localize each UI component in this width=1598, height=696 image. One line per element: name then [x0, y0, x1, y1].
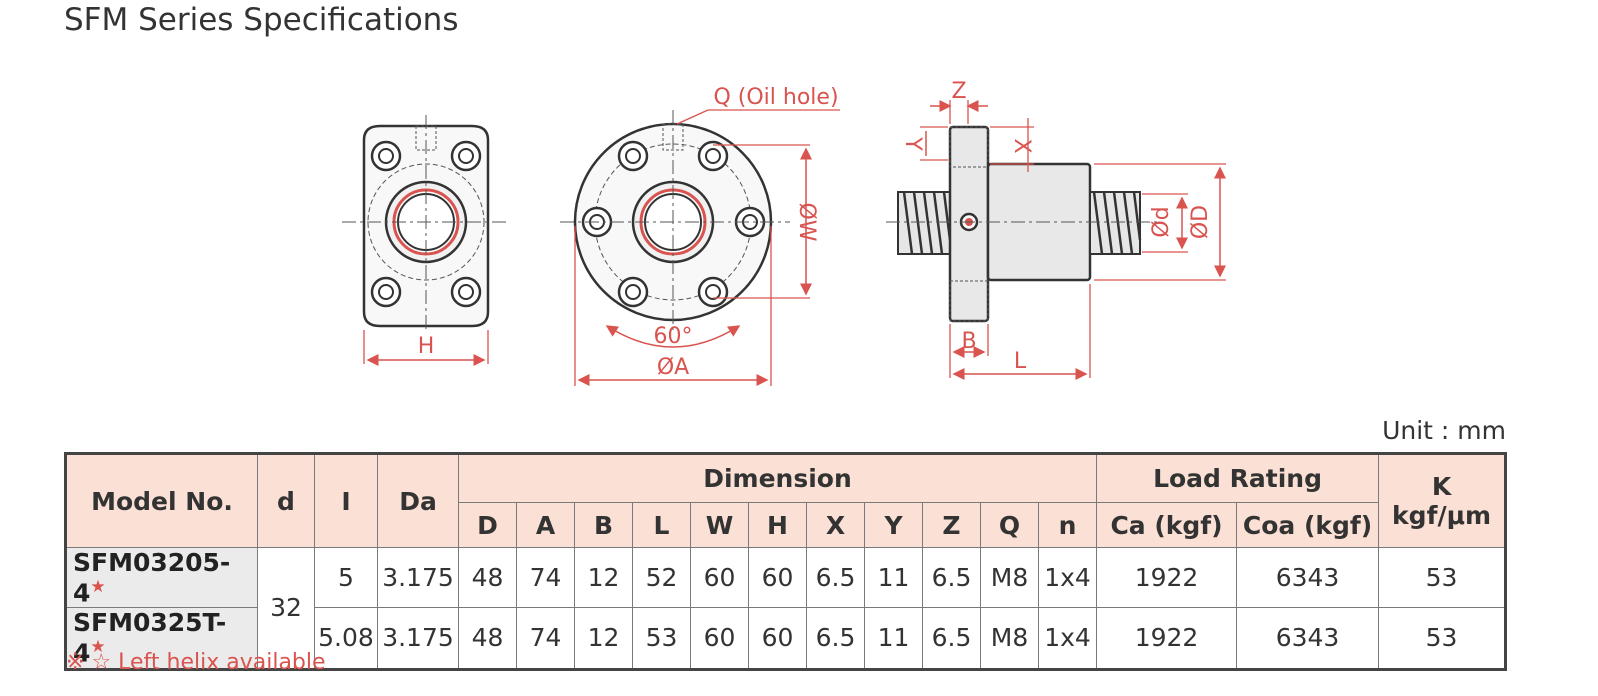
dim-label-x: X [1009, 138, 1034, 153]
dim-label-w: ØW [794, 202, 819, 241]
cell-dim-n: 1x4 [1037, 607, 1098, 670]
dim-label-d: Ød [1149, 206, 1174, 237]
header-dim-q: Q [980, 502, 1039, 548]
front-flange-view: Q (Oil hole) ØW 60° ØA [560, 85, 840, 386]
header-dimension: Dimension [457, 453, 1098, 503]
table-row: SFM0325T-4★ 5.08 3.175 48 74 12 53 60 60… [65, 607, 1507, 670]
dim-label-big-d: ØD [1188, 205, 1213, 239]
cell-dim-w: 60 [690, 546, 749, 609]
cell-dim-a: 74 [516, 546, 575, 609]
cell-ca: 1922 [1096, 607, 1238, 670]
cell-dim-z: 6.5 [922, 607, 981, 670]
header-dim-l: L [632, 502, 691, 548]
header-model: Model No. [65, 453, 258, 548]
cell-dim-d: 48 [458, 546, 517, 609]
model-cell: SFM03205-4★ [65, 546, 258, 609]
header-da: Da [377, 453, 459, 548]
model-name: SFM03205-4 [73, 548, 231, 608]
header-i: I [314, 453, 378, 548]
header-ca: Ca (kgf) [1096, 502, 1238, 548]
cell-dim-h: 60 [748, 607, 807, 670]
cell-dim-l: 53 [632, 607, 691, 670]
dim-label-a: ØA [657, 355, 689, 380]
model-cell: SFM0325T-4★ [65, 607, 258, 670]
cell-dim-h: 60 [748, 546, 807, 609]
side-elevation-view: Z Y X Ød ØD B L [886, 79, 1226, 380]
header-dim-d: D [458, 502, 517, 548]
header-dim-w: W [690, 502, 749, 548]
cell-dim-z: 6.5 [922, 546, 981, 609]
dim-label-h: H [418, 334, 435, 359]
header-dim-x: X [806, 502, 865, 548]
header-k-label: K [1431, 472, 1452, 501]
header-k: K kgf/μm [1378, 453, 1507, 548]
cell-dim-y: 11 [864, 546, 923, 609]
star-icon: ★ [90, 637, 106, 658]
cell-dim-y: 11 [864, 607, 923, 670]
footnote: ※ ☆ Left helix available [66, 650, 326, 675]
dim-label-z: Z [951, 79, 966, 104]
cell-dim-l: 52 [632, 546, 691, 609]
page-title: SFM Series Specifications [64, 2, 459, 38]
dim-label-l: L [1014, 349, 1027, 374]
cell-coa: 6343 [1236, 607, 1380, 670]
cell-dim-b: 12 [574, 546, 633, 609]
cell-dim-d: 48 [458, 607, 517, 670]
cell-k: 53 [1378, 607, 1507, 670]
unit-label: Unit : mm [1382, 416, 1506, 445]
cell-dim-w: 60 [690, 607, 749, 670]
cell-i: 5 [314, 546, 378, 609]
cell-dim-x: 6.5 [806, 607, 865, 670]
oil-hole-label: Q (Oil hole) [713, 85, 838, 110]
cell-d: 32 [257, 547, 315, 670]
header-dim-y: Y [864, 502, 923, 548]
header-load-rating: Load Rating [1096, 453, 1380, 503]
dim-label-y: Y [900, 136, 925, 151]
cell-i: 5.08 [314, 607, 378, 670]
technical-drawing: H Q (Oil hole) ØW 60° [342, 79, 1226, 386]
header-coa: Coa (kgf) [1236, 502, 1380, 548]
header-dim-b: B [574, 502, 633, 548]
star-icon: ★ [90, 577, 106, 597]
header-d: d [257, 453, 315, 548]
model-name: SFM0325T-4 [73, 608, 227, 668]
angle-label: 60° [654, 324, 693, 349]
dim-label-b: B [961, 329, 976, 354]
header-dim-a: A [516, 502, 575, 548]
cell-dim-b: 12 [574, 607, 633, 670]
cell-ca: 1922 [1096, 546, 1238, 609]
table-row: SFM03205-4★ 32 5 3.175 48 74 12 52 60 60… [65, 546, 1507, 670]
header-dim-z: Z [922, 502, 981, 548]
header-dim-n: n [1037, 502, 1098, 548]
header-k-unit: kgf/μm [1392, 501, 1492, 530]
cell-dim-a: 74 [516, 607, 575, 670]
cell-da: 3.175 [377, 607, 459, 670]
cell-k: 53 [1378, 546, 1507, 609]
spec-table: Model No. d I Da Dimension Load Rating K… [64, 452, 1508, 671]
cell-dim-x: 6.5 [806, 546, 865, 609]
cell-dim-n: 1x4 [1037, 546, 1098, 609]
cell-coa: 6343 [1236, 546, 1380, 609]
side-flange-view: H [342, 115, 510, 366]
cell-da: 3.175 [377, 546, 459, 609]
cell-dim-q: M8 [980, 607, 1039, 670]
header-dim-h: H [748, 502, 807, 548]
cell-dim-q: M8 [980, 546, 1039, 609]
